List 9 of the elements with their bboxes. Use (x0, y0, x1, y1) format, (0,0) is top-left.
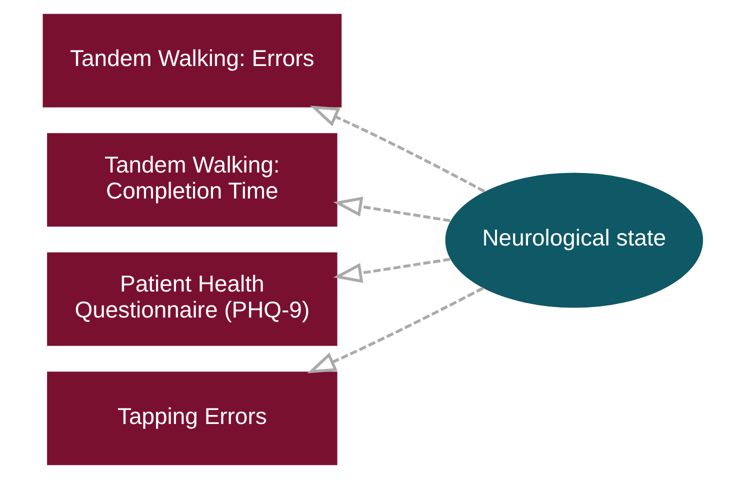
node-box: Tandem Walking: Completion Time (46, 133, 337, 227)
node-box: Patient Health Questionnaire (PHQ-9) (46, 252, 337, 346)
arrow (306, 286, 484, 374)
node-box: Tandem Walking: Errors (42, 14, 342, 108)
node-box: Tapping Errors (46, 372, 337, 466)
node-ellipse: Neurological state (444, 172, 703, 308)
arrow (310, 106, 484, 193)
arrow (332, 258, 450, 283)
arrow (332, 196, 450, 222)
